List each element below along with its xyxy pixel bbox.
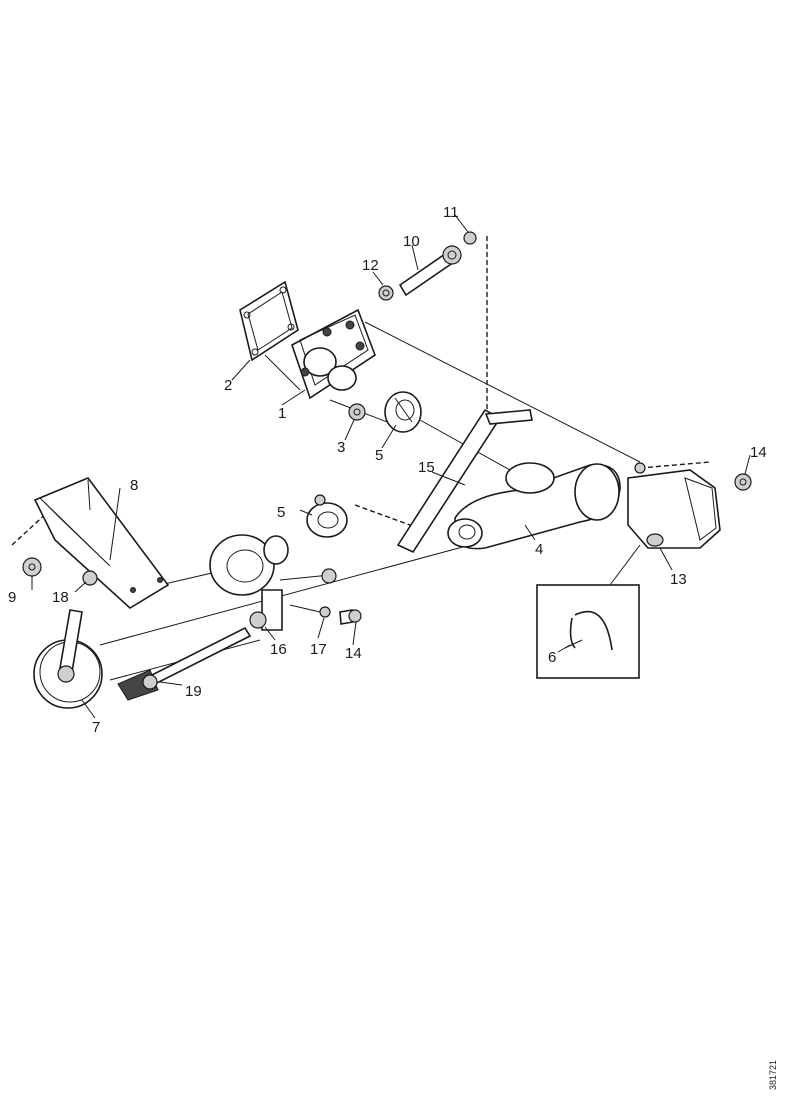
gear-5-upper — [384, 391, 422, 433]
callout-18: 18 — [52, 589, 69, 606]
nut-9 — [22, 557, 42, 577]
callout-3: 3 — [337, 439, 345, 456]
callout-14-lower: 14 — [345, 645, 362, 662]
callout-17: 17 — [310, 641, 327, 658]
nut-18 — [82, 570, 98, 586]
callout-8: 8 — [130, 477, 138, 494]
bolt-14-right — [734, 473, 752, 491]
callout-15: 15 — [418, 459, 435, 476]
callout-labels: 1 2 3 5 12 10 11 14 15 4 13 6 8 5 9 18 1… — [8, 204, 767, 736]
chain-assembly-4 — [447, 462, 621, 550]
callout-12: 12 — [362, 257, 379, 274]
callout-9: 9 — [8, 589, 16, 606]
washer-11 — [463, 231, 477, 245]
callout-6: 6 — [548, 649, 556, 666]
callout-7: 7 — [92, 719, 100, 736]
gear-5-lower — [306, 494, 348, 538]
callout-16: 16 — [270, 641, 287, 658]
gasket — [239, 280, 299, 362]
detail-box — [536, 584, 640, 679]
callout-2: 2 — [224, 377, 232, 394]
callout-11: 11 — [443, 204, 459, 221]
rod-15 — [396, 408, 533, 554]
callout-19: 19 — [185, 683, 202, 700]
bracket-plate-8 — [33, 477, 170, 609]
drive-wheel-7 — [33, 609, 103, 709]
nut-3 — [348, 403, 366, 421]
bolt-10 — [398, 245, 462, 297]
leader-lines — [31, 214, 751, 719]
callout-13: 13 — [670, 571, 687, 588]
washer-17 — [319, 606, 331, 618]
nut-12 — [378, 285, 394, 301]
pump-housing — [291, 308, 376, 400]
bolt-14-lower — [339, 609, 362, 625]
drawing-reference-number: 381721 — [768, 1060, 778, 1090]
callout-4: 4 — [535, 541, 543, 558]
callout-5-lower: 5 — [277, 504, 285, 521]
callout-14-right: 14 — [750, 444, 767, 461]
callout-1: 1 — [278, 405, 286, 422]
pump-body-16 — [209, 534, 337, 631]
bracket-13 — [627, 462, 721, 549]
callout-10: 10 — [403, 233, 420, 250]
callout-5-upper: 5 — [375, 447, 383, 464]
lever-19 — [117, 626, 252, 701]
